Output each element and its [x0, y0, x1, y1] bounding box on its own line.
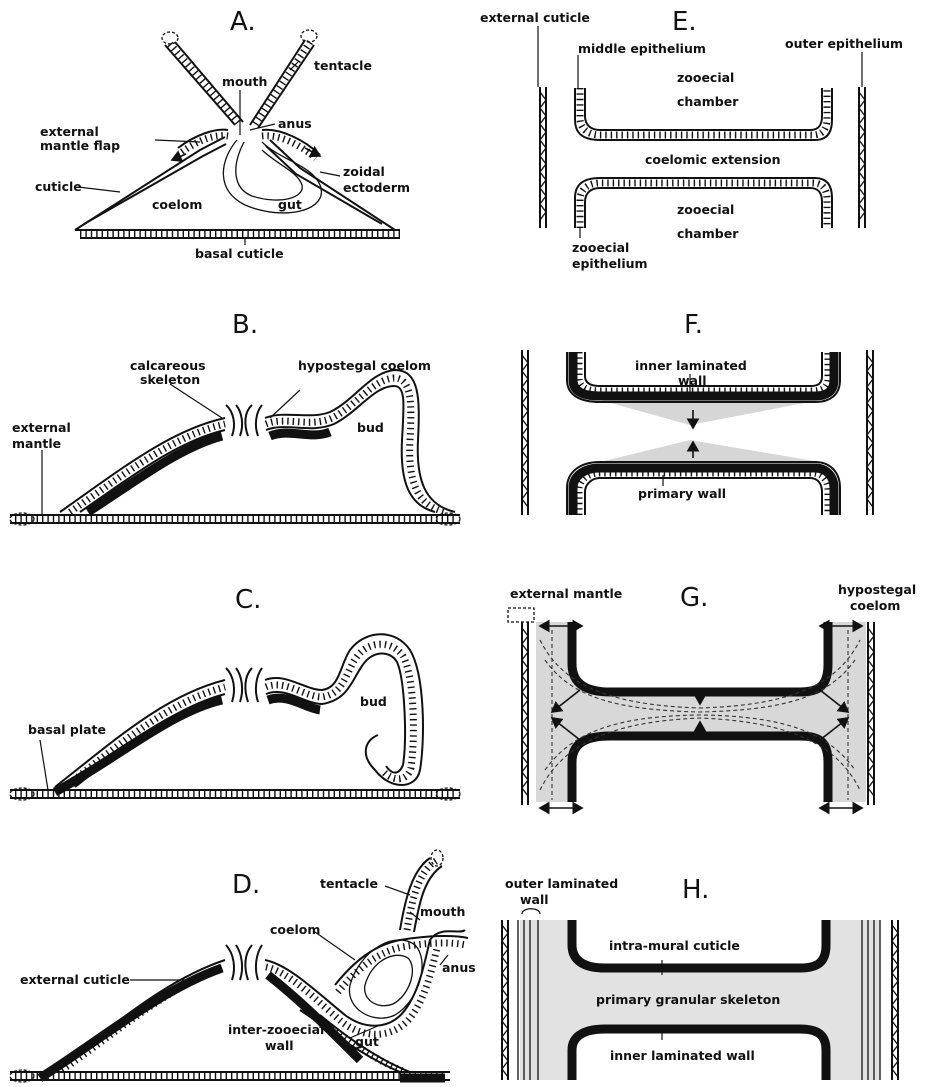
panel-b-label-external: external	[12, 420, 71, 435]
panel-b-label-skeleton: skeleton	[140, 372, 200, 387]
panel-e-label-chamber-bottom: chamber	[677, 226, 739, 241]
panel-b-label-mantle: mantle	[12, 436, 61, 451]
panel-d: D.	[10, 850, 476, 1082]
panel-c-title: C.	[235, 585, 261, 615]
panel-f: F. inner laminated wall primary wall	[522, 310, 873, 515]
panel-d-label-anus: anus	[442, 960, 476, 975]
panel-h-label-outer-laminated: outer laminated	[505, 876, 618, 891]
panel-d-label-wall: wall	[265, 1038, 294, 1053]
panel-a-label-cuticle: cuticle	[35, 179, 82, 194]
panel-a-label-basal-cuticle: basal cuticle	[195, 246, 284, 261]
panel-h-label-primary-granular-skeleton: primary granular skeleton	[596, 992, 780, 1007]
panel-a-label-mouth: mouth	[222, 74, 267, 89]
panel-b: B. calcareous skeleton hypostegal coelom…	[10, 310, 460, 525]
panel-b-label-calcareous: calcareous	[130, 358, 206, 373]
panel-e-label-external-cuticle: external cuticle	[480, 10, 590, 25]
panel-d-label-mouth: mouth	[420, 904, 465, 919]
panel-e-title: E.	[672, 7, 697, 37]
panel-d-label-external-cuticle: external cuticle	[20, 972, 130, 987]
panel-a-label-mantle-flap: mantle flap	[40, 138, 120, 153]
panel-c: C. basal plate bud	[10, 585, 460, 800]
panel-e-label-epithelium: epithelium	[572, 256, 648, 271]
panel-a-label-tentacle: tentacle	[314, 58, 372, 73]
panel-f-title: F.	[684, 310, 703, 340]
panel-d-label-coelom: coelom	[270, 922, 320, 937]
panel-g-label-external-mantle: external mantle	[510, 586, 622, 601]
panel-f-label-primary-wall: primary wall	[638, 486, 726, 501]
panel-b-title: B.	[232, 310, 258, 340]
panel-a-label-coelom: coelom	[152, 197, 202, 212]
panel-h-label-intra-mural-cuticle: intra-mural cuticle	[609, 938, 740, 953]
panel-d-label-gut: gut	[355, 1034, 379, 1049]
panel-h-title: H.	[682, 875, 709, 905]
panel-a: A.	[35, 7, 410, 261]
panel-a-label-anus: anus	[278, 116, 312, 131]
panel-e: E. external cuticle middle epithelium ou…	[480, 7, 903, 271]
panel-e-label-outer-epithelium: outer epithelium	[785, 36, 903, 51]
panel-a-title: A.	[230, 7, 256, 37]
panel-f-label-inner-laminated: inner laminated	[635, 358, 747, 373]
panel-h-label-inner-laminated-wall: inner laminated wall	[610, 1048, 755, 1063]
panel-d-label-tentacle: tentacle	[320, 876, 378, 891]
panel-c-label-basal-plate: basal plate	[28, 722, 106, 737]
panel-g: G. external mantle hypostegal	[508, 582, 916, 808]
panel-e-label-chamber-top: chamber	[677, 94, 739, 109]
panel-e-label-zooecial-epi: zooecial	[572, 240, 629, 255]
panel-e-label-middle-epithelium: middle epithelium	[578, 41, 706, 56]
panel-e-label-zooecial-bottom: zooecial	[677, 202, 734, 217]
panel-g-label-hypostegal: hypostegal	[838, 582, 916, 597]
panel-a-label-gut: gut	[278, 197, 302, 212]
panel-e-label-coelomic-extension: coelomic extension	[645, 152, 781, 167]
panel-g-label-coelom: coelom	[850, 598, 900, 613]
panel-e-label-zooecial-top: zooecial	[677, 70, 734, 85]
panel-b-label-bud: bud	[357, 420, 384, 435]
panel-c-label-bud: bud	[360, 694, 387, 709]
panel-d-title: D.	[232, 870, 260, 900]
panel-a-label-external: external	[40, 124, 99, 139]
panel-g-title: G.	[680, 583, 708, 613]
panel-h-label-wall: wall	[520, 892, 549, 907]
panel-f-label-wall: wall	[678, 373, 707, 388]
panel-h: H. outer laminated wall intra-mural cuti…	[502, 875, 898, 1080]
panel-a-label-ectoderm: ectoderm	[343, 180, 410, 195]
panel-d-label-inter-zooecial: inter-zooecial	[228, 1022, 324, 1037]
panel-b-label-hypostegal-coelom: hypostegal coelom	[298, 358, 431, 373]
panel-a-label-zoidal: zoidal	[343, 164, 385, 179]
